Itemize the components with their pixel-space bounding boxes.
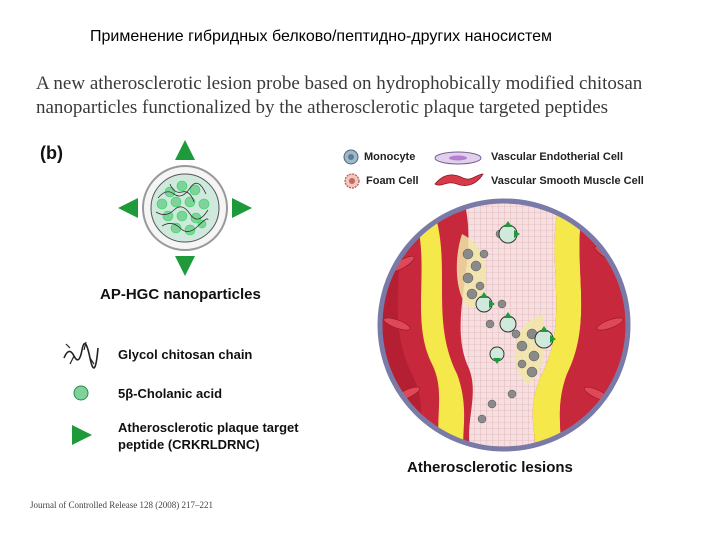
legend-monocyte-label: Monocyte — [364, 151, 416, 163]
legend-endothelial-label: Vascular Endotherial Cell — [491, 151, 624, 163]
peptide-arrow-up — [175, 140, 195, 160]
paper-title: A new atherosclerotic lesion probe based… — [36, 72, 696, 120]
bound-peptide-arrows — [480, 221, 556, 364]
lesion-caption: Atherosclerotic lesions — [407, 459, 573, 476]
chitosan-chain-mesh — [155, 182, 209, 232]
legend-acid-label: 5β-Cholanic acid — [118, 386, 223, 401]
monocyte-icon — [343, 149, 359, 165]
nanoparticle-diagram — [118, 140, 252, 276]
lesion-illustration — [377, 198, 631, 452]
foam-cell-icon — [344, 173, 360, 189]
nanoparticle-caption: AP-HGC nanoparticles — [100, 286, 261, 303]
paper-title-line-2: nanoparticles functionalized by the athe… — [36, 97, 609, 118]
legend-chain-label: Glycol chitosan chain — [118, 347, 253, 362]
legend-peptide-line-2: peptide (CRKRLDRNC) — [118, 437, 260, 452]
cholanic-acid-cluster — [156, 180, 210, 236]
panel-label: (b) — [40, 143, 63, 163]
legend-foam-label: Foam Cell — [366, 175, 419, 187]
peptide-arrow-icon — [72, 425, 92, 445]
legend-peptide-line-1: Atherosclerotic plaque target — [118, 420, 299, 435]
endothelium-left — [407, 201, 467, 449]
endothelium-right — [532, 201, 587, 449]
journal-citation: Journal of Controlled Release 128 (2008)… — [30, 500, 213, 510]
peptide-arrow-left — [118, 198, 138, 218]
peptide-arrow-down — [175, 256, 195, 276]
slide-title: Применение гибридных белково/пептидно-др… — [90, 28, 553, 45]
legend-peptide-label: Atherosclerotic plaque target peptide (C… — [118, 419, 299, 453]
smooth-muscle-cell-icon — [434, 173, 484, 186]
chitosan-chain-icon — [63, 341, 99, 369]
legend-smooth-muscle-label: Vascular Smooth Muscle Cell — [491, 175, 644, 187]
endothelial-cell-icon — [434, 151, 482, 165]
peptide-arrow-right — [232, 198, 252, 218]
cholanic-acid-icon — [73, 385, 89, 401]
paper-title-line-1: A new atherosclerotic lesion probe based… — [36, 73, 643, 94]
lesion-border — [377, 198, 631, 452]
